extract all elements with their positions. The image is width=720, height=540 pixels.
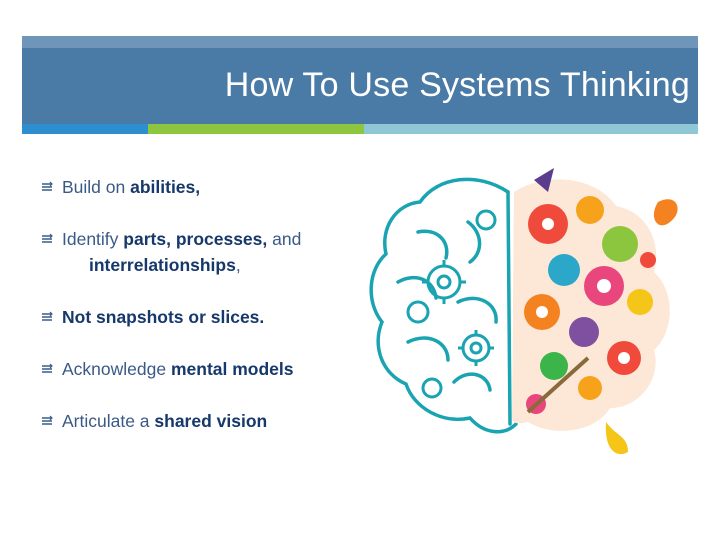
bullet-item: Articulate a shared vision [40, 408, 360, 434]
slide-title: How To Use Systems Thinking [224, 66, 690, 104]
bullet-text: Identify [62, 229, 124, 249]
bullet-strong: parts, processes, [123, 229, 268, 249]
bullet-marker-icon [42, 415, 53, 425]
bullet-strong: shared vision [154, 411, 268, 431]
bullet-item: Identify parts, processes, and interrela… [40, 226, 360, 278]
bullet-item: Build on abilities, [40, 174, 360, 200]
bullet-continuation: interrelationships, [62, 252, 360, 278]
bullet-item: Not snapshots or slices. [40, 304, 360, 330]
brain-illustration-icon [369, 168, 678, 455]
bullet-text: Acknowledge [62, 359, 171, 379]
bullet-marker-icon [42, 181, 53, 191]
bullet-list: Build on abilities, Identify parts, proc… [40, 174, 360, 460]
bullet-marker-icon [42, 363, 53, 373]
bullet-strong: abilities, [130, 177, 201, 197]
bullet-strong: snapshots or slices. [91, 307, 265, 327]
bullet-strong: interrelationships [89, 255, 236, 275]
accent-bar-blue [22, 124, 148, 134]
bullet-strong: mental models [170, 359, 294, 379]
title-band: How To Use Systems Thinking [22, 48, 698, 124]
bullet-marker-icon [42, 311, 53, 321]
bullet-marker-icon [42, 233, 53, 243]
accent-bar-teal [364, 124, 698, 134]
bullet-item: Acknowledge mental models [40, 356, 360, 382]
accent-bar-green [148, 124, 364, 134]
title-band-top [22, 36, 698, 48]
bullet-strong: Not [62, 307, 92, 327]
bullet-text: and [267, 229, 302, 249]
bullet-text: Articulate a [62, 411, 155, 431]
bullet-text: , [235, 255, 241, 275]
bullet-text: Build on [62, 177, 131, 197]
